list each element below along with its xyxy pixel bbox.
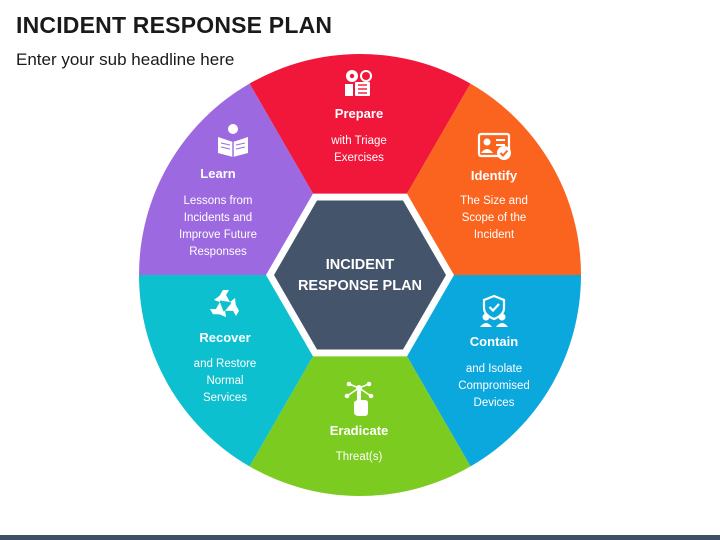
segment-desc-contain: Compromised <box>458 380 530 392</box>
id-card-check-icon <box>477 132 511 160</box>
shield-users-icon <box>480 294 508 327</box>
segment-title-identify: Identify <box>471 168 518 183</box>
page-subtitle: Enter your sub headline here <box>16 50 235 69</box>
segment-title-prepare: Prepare <box>335 106 383 121</box>
segment-contain <box>406 275 581 467</box>
segment-desc-learn: Responses <box>189 246 247 258</box>
segment-title-recover: Recover <box>199 330 250 345</box>
segment-desc-identify: Incident <box>474 229 515 241</box>
center-text-line: RESPONSE PLAN <box>298 278 422 294</box>
segment-desc-learn: Incidents and <box>184 212 252 224</box>
segment-recover <box>139 275 314 467</box>
center-text-line: INCIDENT <box>326 257 395 273</box>
segment-desc-learn: Improve Future <box>179 229 257 241</box>
segment-title-eradicate: Eradicate <box>330 423 389 438</box>
segment-desc-prepare: with Triage <box>330 135 387 147</box>
page-title: INCIDENT RESPONSE PLAN <box>16 12 333 38</box>
touch-network-icon <box>344 381 374 416</box>
segment-desc-contain: and Isolate <box>466 363 522 375</box>
segment-desc-recover: Services <box>203 392 247 404</box>
segment-desc-learn: Lessons from <box>183 195 252 207</box>
segment-identify <box>406 83 581 275</box>
segment-desc-recover: and Restore <box>194 358 257 370</box>
segment-desc-eradicate: Threat(s) <box>336 451 383 463</box>
segment-prepare <box>249 53 471 196</box>
gear-checklist-icon <box>345 70 372 96</box>
footer-bar <box>0 535 720 540</box>
segment-desc-identify: The Size and <box>460 195 528 207</box>
segment-title-contain: Contain <box>470 334 518 349</box>
segment-desc-contain: Devices <box>474 397 515 409</box>
reader-book-icon <box>218 124 248 157</box>
segment-eradicate <box>249 354 471 496</box>
segment-learn <box>139 83 314 275</box>
recycle-icon <box>210 290 239 318</box>
center-hexagon <box>274 200 446 350</box>
segment-desc-recover: Normal <box>206 375 243 387</box>
segment-desc-identify: Scope of the <box>462 212 527 224</box>
segment-title-learn: Learn <box>200 166 235 181</box>
segment-desc-prepare: Exercises <box>334 152 384 164</box>
